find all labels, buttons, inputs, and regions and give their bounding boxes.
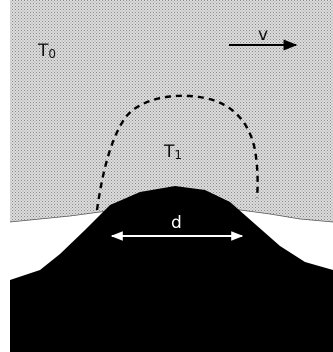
solid-region-bump [10,186,333,352]
label-t1-main: T [163,142,175,162]
label-t1: T1 [163,142,182,162]
label-t0: T0 [37,41,56,61]
label-width: d [171,213,182,233]
label-t0-main: T [37,41,49,61]
shaded-region-t0 [10,0,333,222]
label-t1-subscript: 1 [174,148,182,162]
label-velocity: v [258,25,268,45]
label-t0-subscript: 0 [48,47,56,61]
dashed-boundary-t1 [95,94,259,211]
